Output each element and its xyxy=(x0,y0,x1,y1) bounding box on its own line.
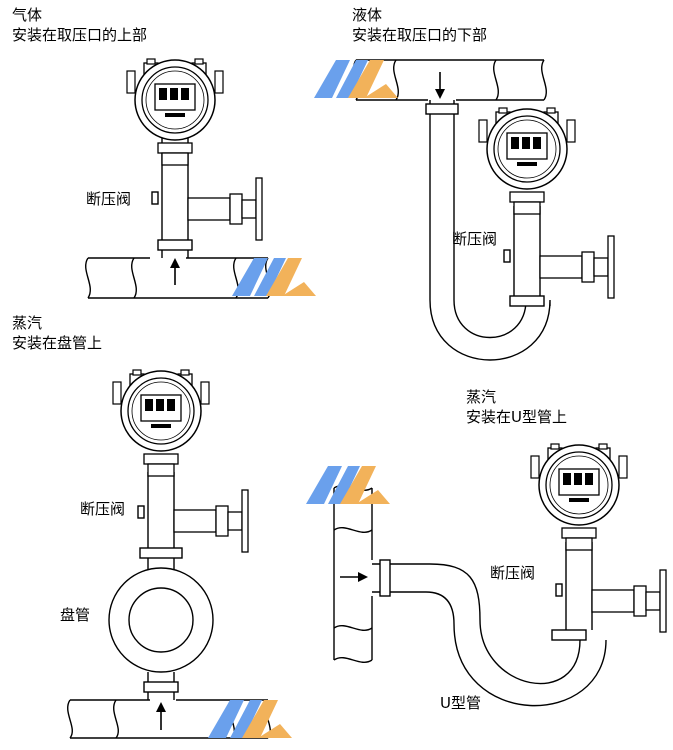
brand-logo xyxy=(208,700,292,738)
gas-valve-label: 断压阀 xyxy=(86,190,132,208)
steam-u-title: 蒸汽 xyxy=(466,388,497,406)
brand-logo xyxy=(306,466,390,504)
liquid-valve-label: 断压阀 xyxy=(452,230,498,248)
gas-subtitle: 安装在取压口的上部 xyxy=(12,26,148,44)
liquid-diagram xyxy=(353,59,551,361)
coil-label: 盘管 xyxy=(60,606,91,624)
brand-logo xyxy=(314,60,398,98)
steam-u-valve-label: 断压阀 xyxy=(490,564,536,582)
liquid-title: 液体 xyxy=(352,6,383,24)
steam-coil-title: 蒸汽 xyxy=(12,314,43,332)
steam-coil-subtitle: 安装在盘管上 xyxy=(12,334,103,352)
steam-u-subtitle: 安装在U型管上 xyxy=(466,408,567,426)
u-tube-label: U型管 xyxy=(440,694,481,712)
liquid-subtitle: 安装在取压口的下部 xyxy=(352,26,488,44)
brand-logo xyxy=(232,258,316,296)
steam-coil-valve-label: 断压阀 xyxy=(80,500,126,518)
gas-title: 气体 xyxy=(12,6,43,24)
